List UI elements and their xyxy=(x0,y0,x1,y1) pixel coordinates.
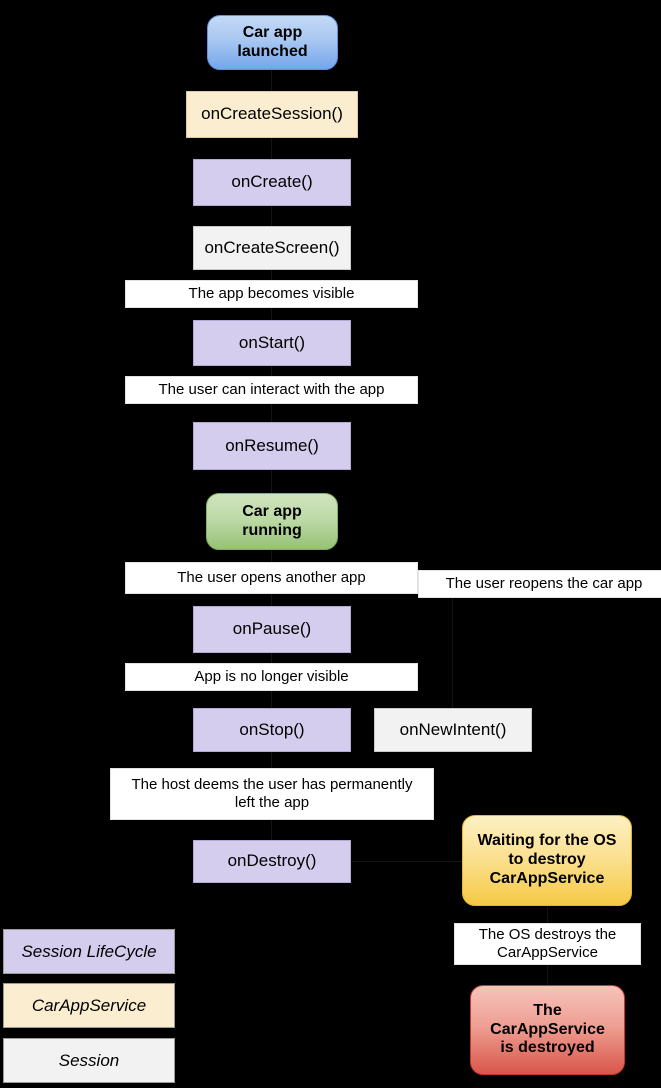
node-on-destroy[interactable]: onDestroy() xyxy=(193,840,351,883)
edge-osdestroys-to-destroyed xyxy=(547,965,548,985)
edge-oncreate-to-oncreatescreen xyxy=(271,206,272,226)
note-app-no-longer-visible: App is no longer visible xyxy=(125,663,418,691)
node-on-resume[interactable]: onResume() xyxy=(193,422,351,470)
node-on-new-intent[interactable]: onNewIntent() xyxy=(374,708,532,752)
node-on-create-screen[interactable]: onCreateScreen() xyxy=(193,226,351,270)
edge-note-to-onstart xyxy=(271,308,272,320)
edge-onstart-to-note xyxy=(271,366,272,376)
note-os-destroys-carappservice: The OS destroys the CarAppService xyxy=(454,923,641,965)
node-car-app-service-destroyed[interactable]: The CarAppService is destroyed xyxy=(470,985,625,1075)
node-car-app-launched[interactable]: Car app launched xyxy=(207,15,338,70)
legend-label-session: Session xyxy=(58,1050,120,1070)
edge-ondestroy-to-waiting xyxy=(352,861,462,862)
legend-item-carappservice: CarAppService xyxy=(3,983,175,1028)
edge-note-to-onstop xyxy=(271,691,272,708)
node-on-start[interactable]: onStart() xyxy=(193,320,351,366)
node-on-stop[interactable]: onStop() xyxy=(193,708,351,752)
node-on-create[interactable]: onCreate() xyxy=(193,159,351,206)
edge-running-to-note xyxy=(271,550,272,562)
legend-item-session: Session xyxy=(3,1038,175,1083)
edge-onpause-to-note xyxy=(271,653,272,663)
node-on-create-session[interactable]: onCreateSession() xyxy=(186,91,358,138)
edge-onstop-to-note xyxy=(271,752,272,768)
edge-oncreatescreen-to-note xyxy=(271,270,272,280)
node-on-pause[interactable]: onPause() xyxy=(193,606,351,653)
node-waiting-for-os[interactable]: Waiting for the OS to destroy CarAppServ… xyxy=(462,815,632,906)
note-user-reopens-car-app: The user reopens the car app xyxy=(418,570,661,598)
edge-note-to-ondestroy xyxy=(271,820,272,840)
edge-note-to-onpause xyxy=(271,594,272,606)
edge-onresume-to-running xyxy=(271,470,272,493)
note-user-can-interact: The user can interact with the app xyxy=(125,376,418,404)
note-user-opens-another-app: The user opens another app xyxy=(125,562,418,594)
edge-launched-to-createsession xyxy=(271,70,272,91)
legend-item-session-lifecycle: Session LifeCycle xyxy=(3,929,175,974)
node-car-app-running[interactable]: Car app running xyxy=(206,493,338,550)
note-host-deems-left-app: The host deems the user has permanently … xyxy=(110,768,434,820)
note-app-becomes-visible: The app becomes visible xyxy=(125,280,418,308)
legend-label-session-lifecycle: Session LifeCycle xyxy=(21,941,157,961)
edge-createsession-to-oncreate xyxy=(271,138,272,159)
legend-label-carappservice: CarAppService xyxy=(31,995,147,1015)
edge-reopen-to-onnewintent xyxy=(452,598,453,708)
edge-note-to-onresume xyxy=(271,404,272,422)
edge-waiting-to-osdestroys xyxy=(547,906,548,923)
